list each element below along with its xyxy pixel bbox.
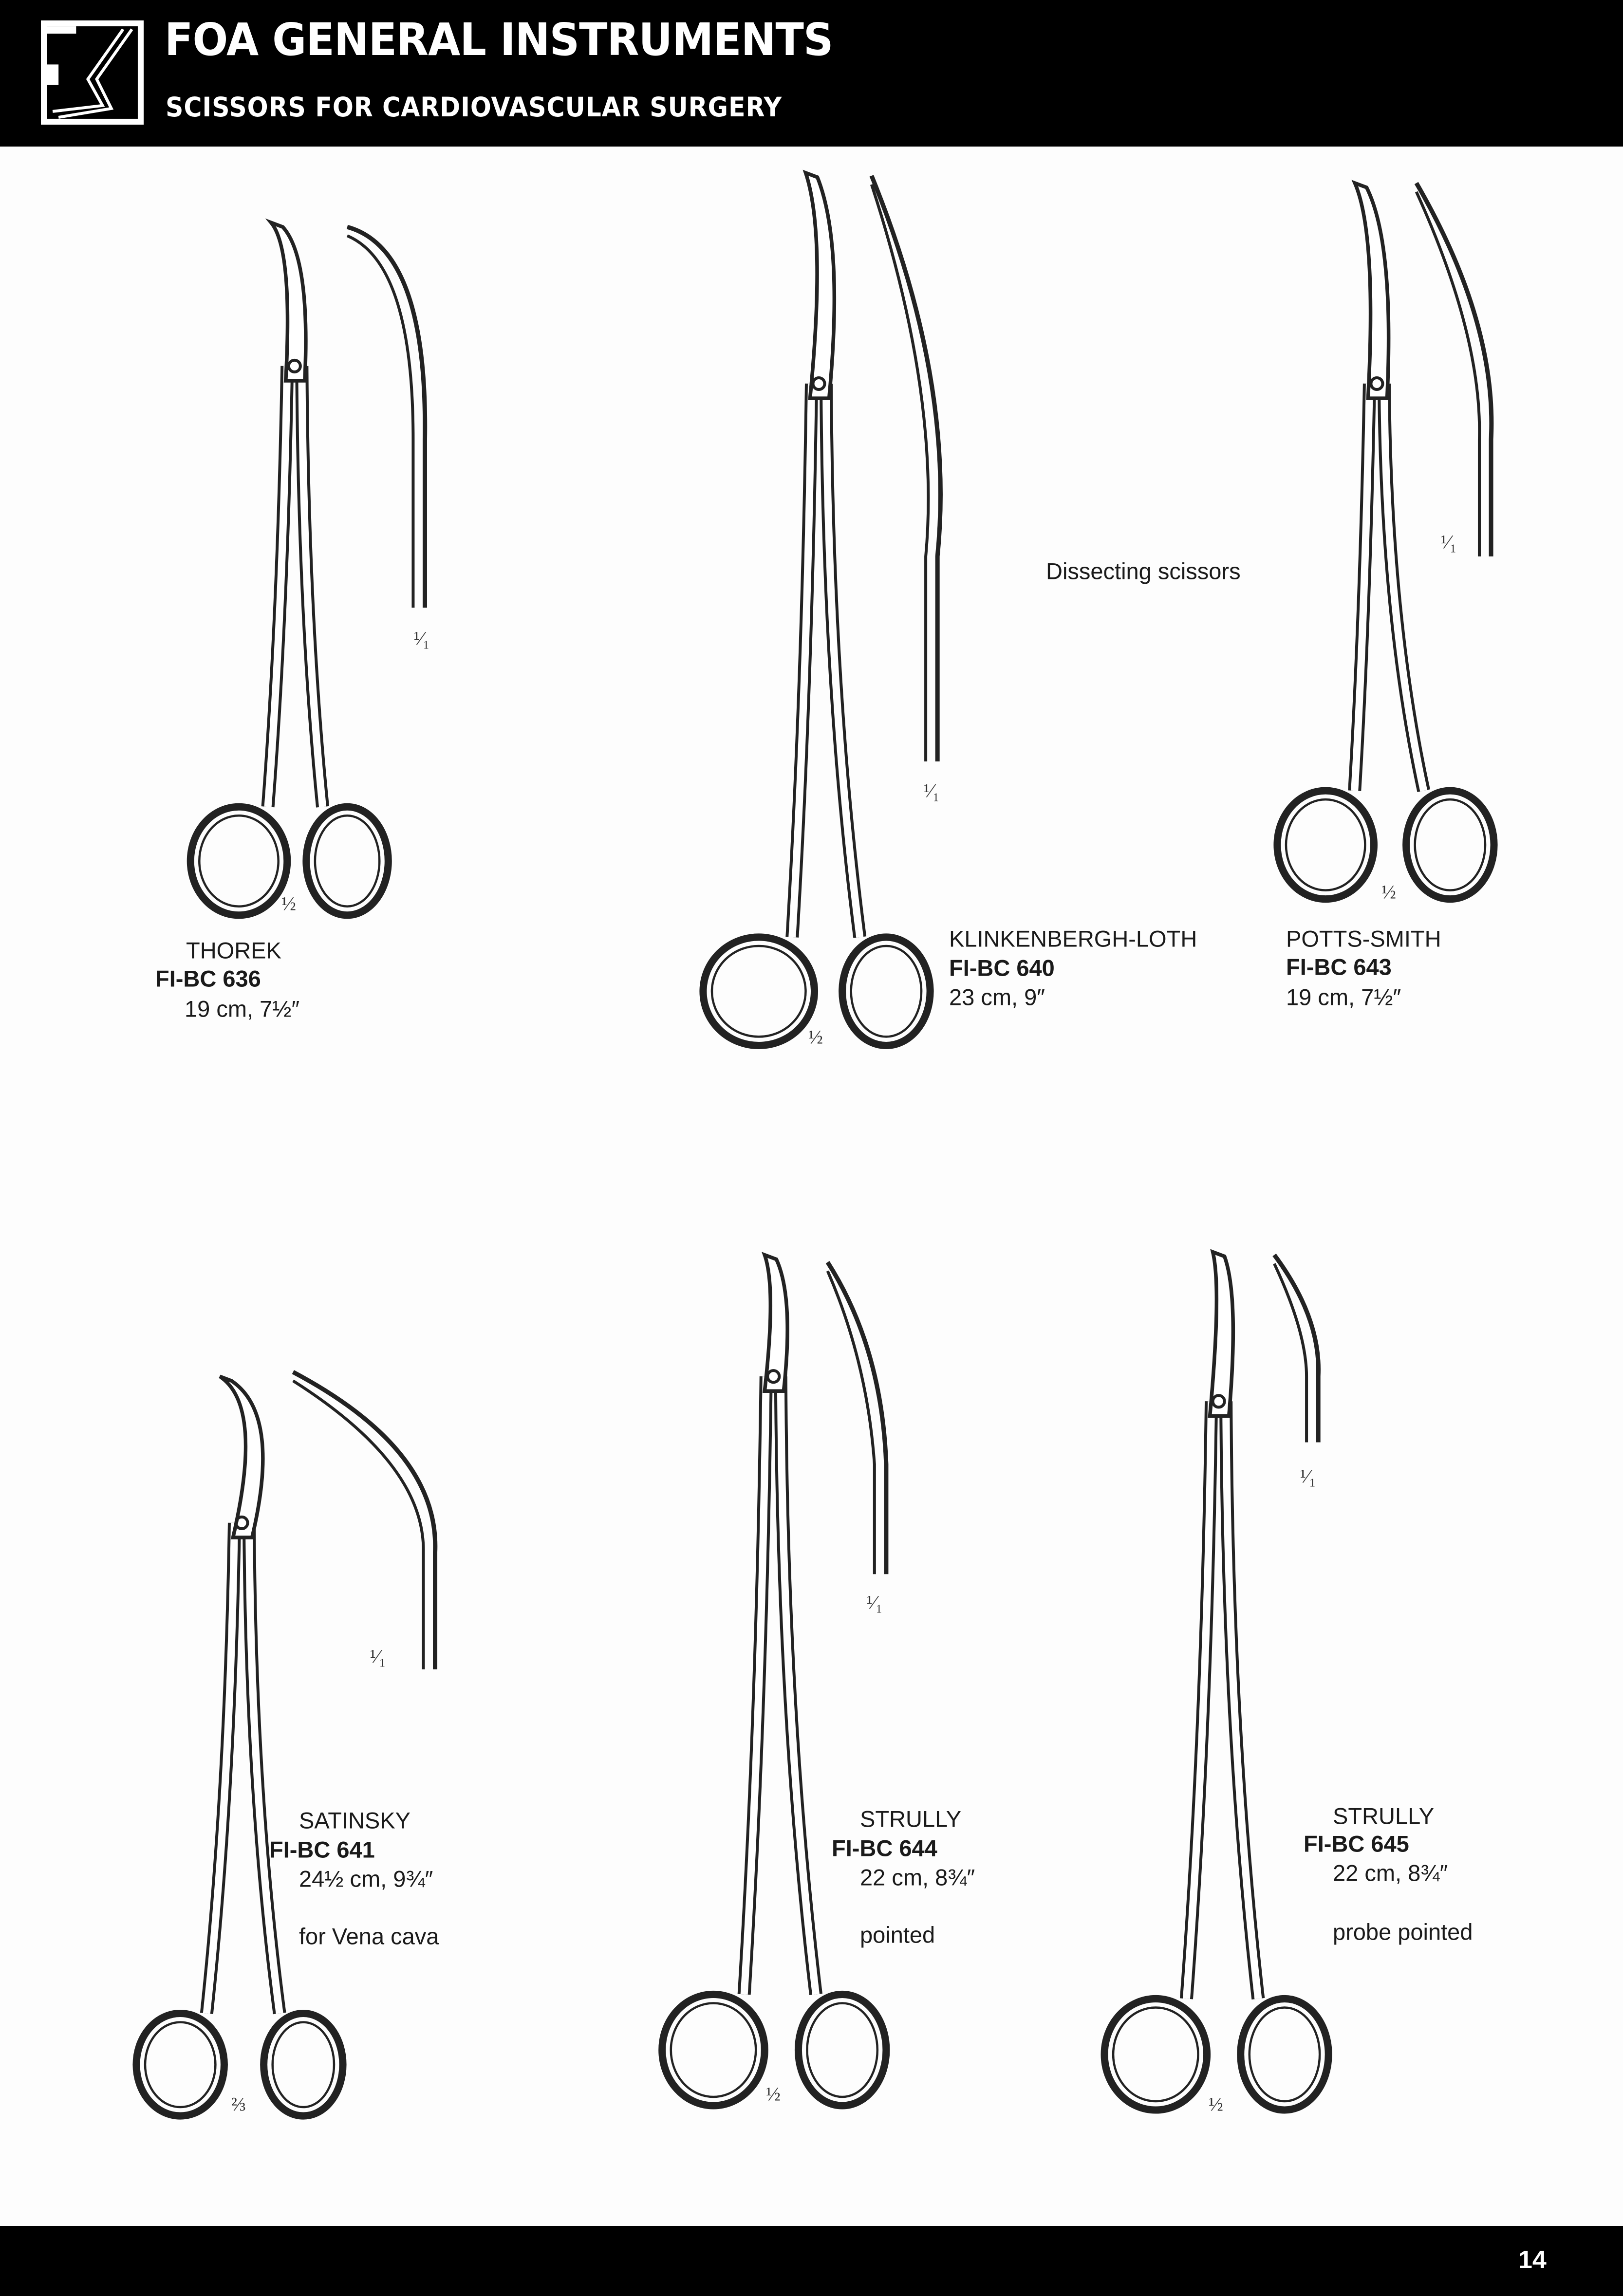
finger-ring — [1101, 1995, 1211, 2114]
instrument-code: FI-BC 643 — [1286, 954, 1392, 980]
scissors-drawing — [1273, 180, 1498, 903]
scale-label: ¹⁄₁ — [1300, 1465, 1316, 1487]
instrument-size: 23 cm, 9″ — [949, 984, 1045, 1010]
instrument-size: 19 cm, 7½″ — [185, 996, 300, 1022]
instrument-name: POTTS-SMITH — [1286, 926, 1441, 952]
scissors-drawing — [187, 218, 428, 919]
pivot-screw — [1211, 1394, 1226, 1409]
scissors-drawing — [1101, 1249, 1332, 2114]
blade-detail — [346, 224, 428, 608]
instrument-code: FI-BC 644 — [832, 1835, 937, 1861]
finger-ring — [839, 933, 934, 1049]
scale-label: ¹⁄₁ — [370, 1645, 386, 1667]
finger-ring — [699, 933, 819, 1049]
pivot-screw — [811, 376, 826, 391]
scale-label: ½ — [281, 892, 296, 915]
instrument-size: 22 cm, 8¾″ — [860, 1864, 975, 1890]
pivot-screw — [287, 358, 302, 373]
blade-detail — [292, 1370, 438, 1669]
fs-logo-icon — [41, 20, 144, 125]
finger-ring — [187, 803, 291, 919]
instrument-name: THOREK — [186, 937, 281, 963]
catalog-subtitle: SCISSORS FOR CARDIOVASCULAR SURGERY — [166, 92, 783, 123]
catalog-title: FOA GENERAL INSTRUMENTS — [165, 14, 834, 66]
instrument-name: KLINKENBERGH-LOTH — [949, 926, 1197, 952]
scissors-drawing — [658, 1252, 890, 2110]
blade-detail — [825, 1261, 889, 1574]
scissors-drawing — [132, 1370, 438, 2120]
page-header: FOA GENERAL INSTRUMENTS SCISSORS FOR CAR… — [0, 0, 1623, 147]
instrument-note: for Vena cava — [299, 1923, 439, 1949]
pivot-screw — [766, 1369, 781, 1384]
instrument-code: FI-BC 640 — [949, 955, 1055, 981]
scale-label: ¹⁄₁ — [1440, 531, 1457, 553]
blade-detail — [1272, 1253, 1321, 1443]
scale-label: ¹⁄₁ — [923, 779, 940, 802]
pivot-screw — [1369, 376, 1384, 391]
finger-ring — [302, 803, 392, 919]
blade-detail — [1414, 182, 1494, 556]
instrument-size: 24½ cm, 9¾″ — [299, 1866, 433, 1892]
finger-ring — [260, 2010, 347, 2120]
instrument-name: STRULLY — [1333, 1803, 1435, 1829]
scale-label: ¹⁄₁ — [866, 1591, 883, 1613]
instrument-note: probe pointed — [1333, 1919, 1473, 1945]
blade-detail — [869, 175, 943, 761]
finger-ring — [1402, 787, 1498, 903]
instrument-code: FI-BC 636 — [155, 965, 261, 992]
instrument-size: 19 cm, 7½″ — [1286, 984, 1401, 1010]
scale-label: ½ — [808, 1026, 823, 1048]
instrument-code: FI-BC 641 — [269, 1836, 375, 1863]
scale-label: ⅔ — [231, 2093, 246, 2115]
finger-ring — [1273, 787, 1378, 903]
finger-ring — [1237, 1995, 1332, 2114]
page-number: 14 — [1518, 2246, 1547, 2274]
scissors-drawing — [699, 169, 943, 1049]
finger-ring — [794, 1990, 890, 2110]
instrument-name: STRULLY — [860, 1806, 962, 1832]
instrument-code: FI-BC 645 — [1304, 1831, 1409, 1857]
finger-ring — [132, 2010, 228, 2120]
instrument-size: 22 cm, 8¾″ — [1333, 1860, 1448, 1886]
section-note: Dissecting scissors — [1046, 558, 1241, 584]
scale-label: ¹⁄₁ — [413, 627, 430, 649]
finger-ring — [658, 1990, 768, 2110]
page-footer: 14 — [0, 2226, 1623, 2296]
scale-label: ½ — [1209, 2093, 1223, 2115]
instrument-note: pointed — [860, 1922, 935, 1948]
pivot-screw — [234, 1515, 249, 1530]
instrument-name: SATINSKY — [299, 1807, 410, 1833]
scale-label: ½ — [766, 2083, 781, 2105]
scale-label: ½ — [1381, 881, 1396, 903]
